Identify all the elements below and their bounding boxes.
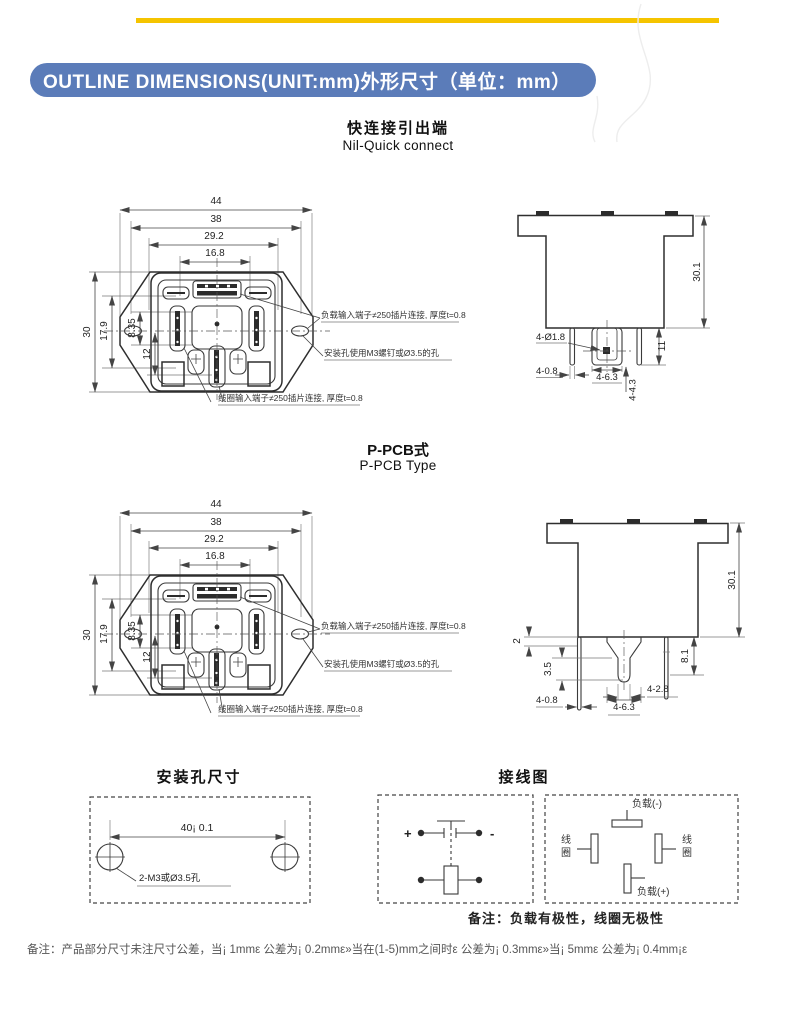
s2-dim-4-0-8: 4-0.8: [536, 695, 558, 706]
s2-dim-30: 30: [82, 629, 93, 641]
s2-dim-8-1: 8.1: [680, 649, 691, 663]
mounting-span-dim: 40¡ 0.1: [180, 822, 214, 834]
s1-dim-16-8: 16.8: [205, 248, 225, 259]
s2-dim-16-8: 16.8: [205, 551, 225, 562]
s1-dim-4-0-8: 4-0.8: [536, 366, 558, 377]
wiring-coil-right-label-2: 圈: [682, 848, 692, 859]
s1-dim-4-6-3: 4-6.3: [596, 371, 618, 383]
section1-title-cn: 快连接引出端: [346, 120, 450, 137]
s2-dim-12: 12: [142, 651, 153, 663]
wiring-terminal-box: [544, 794, 739, 904]
s1-annotation-mounting-hole: 安装孔使用M3螺钉或Ø3.5的孔: [324, 348, 440, 358]
s2-dim-44: 44: [210, 499, 222, 510]
s2-dim-3-5: 3.5: [543, 662, 554, 676]
s1-annotation-coil-terminal: 线圈输入端子≠250插片连接, 厚度t=0.8: [218, 393, 363, 403]
s1-dim-4-d1-8: 4-Ø1.8: [536, 332, 566, 343]
s1-dim-30-1: 30.1: [692, 262, 703, 282]
s1-dim-11: 11: [657, 340, 668, 352]
s1-annotation-load-terminal: 负载输入端子≠250插片连接, 厚度t=0.8: [321, 310, 466, 320]
s1-dim-12: 12: [142, 348, 153, 360]
sideview-drawing-2: [524, 519, 745, 716]
wiring-minus-label: -: [490, 826, 495, 841]
s2-dim-4-6-3: 4-6.3: [613, 702, 635, 713]
s2-dim-8-35: 8.35: [127, 621, 138, 641]
s2-annotation-mounting-hole: 安装孔使用M3螺钉或Ø3.5的孔: [324, 659, 440, 669]
s2-dim-30-1: 30.1: [727, 570, 738, 590]
wiring-load-neg-label: 负载(-): [632, 799, 662, 810]
wiring-coil-left-label-2: 圈: [561, 848, 571, 859]
watermark-curve-2: [592, 95, 599, 143]
s2-dim-2: 2: [512, 638, 523, 644]
wiring-coil-right-label-1: 线: [682, 835, 692, 846]
s1-dim-17-9: 17.9: [99, 321, 110, 341]
s2-dim-4-2-8: 4-2.8: [647, 684, 669, 695]
section2-title-cn: P-PCB式: [367, 442, 429, 459]
s2-dim-29-2: 29.2: [204, 534, 224, 545]
topview2-leaders: [183, 596, 459, 717]
s1-dim-30: 30: [82, 326, 93, 338]
sideview-drawing-1: [517, 211, 710, 392]
mounting-hole-drawing: [89, 796, 311, 904]
page-title: OUTLINE DIMENSIONS(UNIT:mm)外形尺寸（单位：mm）: [43, 71, 571, 93]
mounting-title: 安装孔尺寸: [156, 769, 242, 786]
wiring-schematic-box: [377, 794, 534, 904]
watermark-curve: [616, 3, 652, 143]
wiring-polarity-note: 备注：负载有极性，线圈无极性: [467, 911, 665, 926]
s1-dim-8-35: 8.35: [127, 318, 138, 338]
section-header-bar: OUTLINE DIMENSIONS(UNIT:mm)外形尺寸（单位：mm）: [30, 63, 596, 97]
s1-dim-29-2: 29.2: [204, 231, 224, 242]
section2-title-en: P-PCB Type: [359, 458, 437, 473]
wiring-plus-label: +: [404, 826, 412, 841]
s2-dim-38: 38: [210, 517, 222, 528]
wiring-title: 接线图: [498, 769, 550, 786]
accent-line: [136, 18, 719, 23]
s1-dim-38: 38: [210, 214, 222, 225]
wiring-load-pos-label: 负载(+): [637, 887, 670, 898]
topview1-leaders: [183, 293, 459, 406]
section1-title-en: Nil-Quick connect: [342, 138, 454, 153]
s2-annotation-load-terminal: 负载输入端子≠250插片连接, 厚度t=0.8: [321, 621, 466, 631]
mounting-hole-label: 2-M3或Ø3.5孔: [139, 873, 201, 884]
s1-dim-4-4-3: 4-4.3: [627, 379, 639, 401]
s2-annotation-coil-terminal: 线圈输入端子≠250插片连接, 厚度t=0.8: [218, 704, 363, 714]
tolerance-note: 备注：产品部分尺寸未注尺寸公差，当¡ 1mmε 公差为¡ 0.2mmε»当在(1…: [27, 944, 688, 956]
wiring-coil-left-label-1: 线: [561, 835, 571, 846]
s2-dim-17-9: 17.9: [99, 624, 110, 644]
s1-dim-44: 44: [210, 196, 222, 207]
